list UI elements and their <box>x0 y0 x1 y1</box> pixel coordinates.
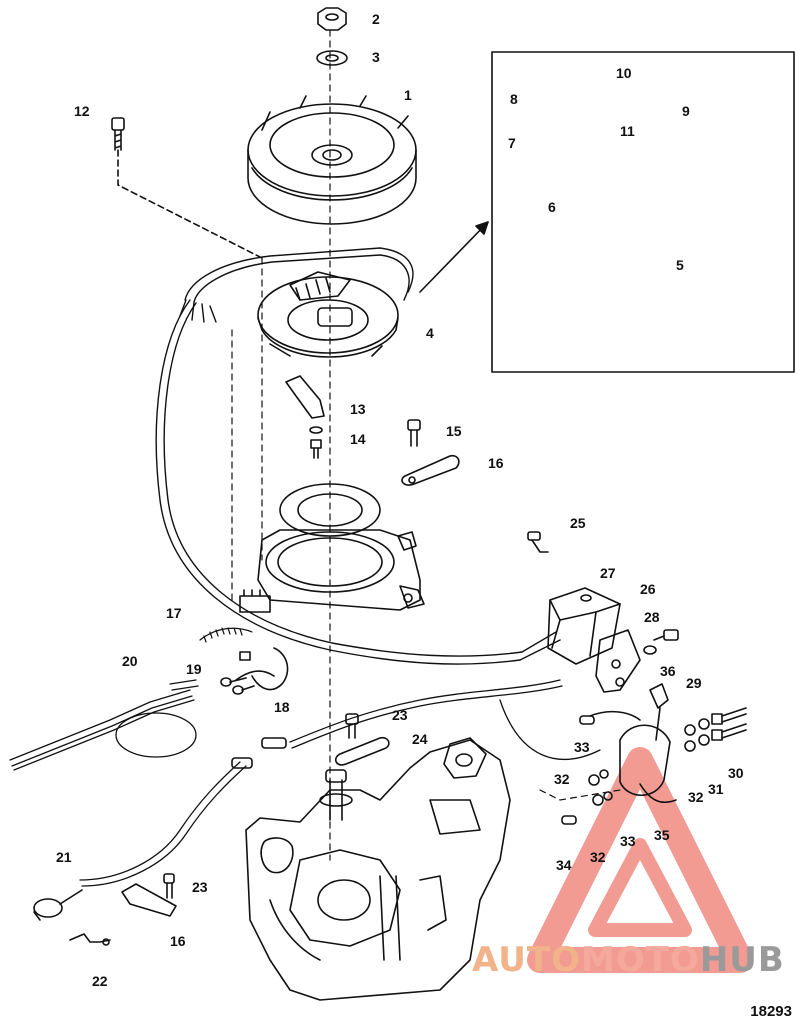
leader-12 <box>117 149 263 259</box>
flywheel-part-1 <box>247 95 417 225</box>
bracket-part-28 <box>595 629 641 693</box>
cap-part-36 <box>649 683 669 741</box>
base-plate <box>257 483 425 611</box>
callout-23b: 23 <box>192 879 208 895</box>
watermark-triangle-inner <box>588 838 692 937</box>
strap-part-24 <box>334 736 390 766</box>
callout-7: 7 <box>508 135 516 151</box>
callout-1: 1 <box>404 87 412 103</box>
callout-20: 20 <box>122 653 138 669</box>
terminals-part-19 <box>220 677 255 695</box>
inset-arrow <box>419 221 489 293</box>
callout-21: 21 <box>56 849 72 865</box>
callout-33a: 33 <box>574 739 590 755</box>
callout-16a: 16 <box>488 455 504 471</box>
callout-29: 29 <box>686 675 702 691</box>
screws-part-29-31 <box>684 707 747 752</box>
sensor-part-21 <box>33 889 83 921</box>
callout-33b: 33 <box>620 833 636 849</box>
figure-number: 18293 <box>750 1003 792 1020</box>
screw-part-15 <box>407 419 421 447</box>
connector-a <box>261 737 287 749</box>
callout-4: 4 <box>426 325 434 341</box>
screw-part-23-upper <box>345 713 359 739</box>
callout-5: 5 <box>676 257 684 273</box>
callout-34: 34 <box>556 857 572 873</box>
callout-9: 9 <box>682 103 690 119</box>
callout-26: 26 <box>640 581 656 597</box>
callout-8: 8 <box>510 91 518 107</box>
wire-harness <box>155 247 561 665</box>
wire-clip-part-17 <box>199 627 253 643</box>
inset-box <box>491 51 795 373</box>
callout-3: 3 <box>372 49 380 65</box>
watermark-triangle <box>527 747 753 973</box>
callout-17: 17 <box>166 605 182 621</box>
washer-part-3 <box>316 50 348 66</box>
callout-12: 12 <box>74 103 90 119</box>
callout-31: 31 <box>708 781 724 797</box>
connector-block <box>239 589 271 613</box>
connector-b <box>231 757 253 769</box>
callout-36: 36 <box>660 663 676 679</box>
strap-part-16-lower <box>121 883 177 917</box>
callout-32b: 32 <box>688 789 704 805</box>
screw-part-12 <box>111 117 125 151</box>
callout-15: 15 <box>446 423 462 439</box>
terminal-part-22 <box>69 933 111 946</box>
watermark-text: AUTOMOTOHUB <box>472 940 785 980</box>
screw-washer-part-14 <box>309 426 323 459</box>
nut-part-2 <box>317 7 347 31</box>
callout-19: 19 <box>186 661 202 677</box>
strap-part-16 <box>401 454 460 486</box>
callout-27: 27 <box>600 565 616 581</box>
harness-part-20 <box>9 679 199 771</box>
grommet-part-27 <box>580 594 592 602</box>
callout-22: 22 <box>92 973 108 989</box>
callout-2: 2 <box>372 11 380 27</box>
callout-30: 30 <box>728 765 744 781</box>
callout-35: 35 <box>654 827 670 843</box>
callout-25: 25 <box>570 515 586 531</box>
connectors-part-18 <box>235 647 289 691</box>
callout-14: 14 <box>350 431 366 447</box>
callout-28: 28 <box>644 609 660 625</box>
ignition-module-part-26 <box>547 587 621 665</box>
callout-13: 13 <box>350 401 366 417</box>
stator-plate-part-4 <box>257 271 399 358</box>
callout-11: 11 <box>620 123 635 139</box>
callout-6: 6 <box>548 199 556 215</box>
callout-16b: 16 <box>170 933 186 949</box>
engine-wires <box>79 679 601 887</box>
callout-10: 10 <box>616 65 632 81</box>
callout-24: 24 <box>412 731 428 747</box>
engine-block <box>245 737 511 1001</box>
washers-part-32-34 <box>561 769 613 825</box>
callout-32a: 32 <box>554 771 570 787</box>
callout-32c: 32 <box>590 849 606 865</box>
callout-18: 18 <box>274 699 290 715</box>
screw-part-25 <box>527 531 549 553</box>
bracket-part-13 <box>285 375 325 419</box>
callout-23a: 23 <box>392 707 408 723</box>
screw-part-23-lower <box>163 873 175 899</box>
coil-part-35 <box>619 724 677 804</box>
